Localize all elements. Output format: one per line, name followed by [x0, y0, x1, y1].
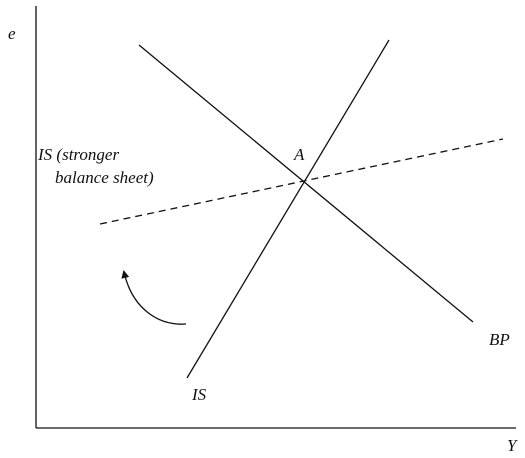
y-axis-label: e: [8, 24, 16, 43]
bp-curve-label: BP: [489, 330, 510, 349]
is-stronger-label-line2: balance sheet): [55, 168, 154, 187]
is-curve-label: IS: [191, 385, 207, 404]
bp-curve: [138, 44, 474, 323]
is-curve: [186, 39, 390, 379]
is-stronger-label-line1: IS (stronger: [37, 145, 119, 164]
is-stronger-balance-sheet-curve: [99, 138, 504, 225]
equilibrium-point-label: A: [293, 145, 305, 164]
rotation-arrow-icon: [121, 270, 187, 325]
x-axis-label: Y: [507, 436, 518, 455]
